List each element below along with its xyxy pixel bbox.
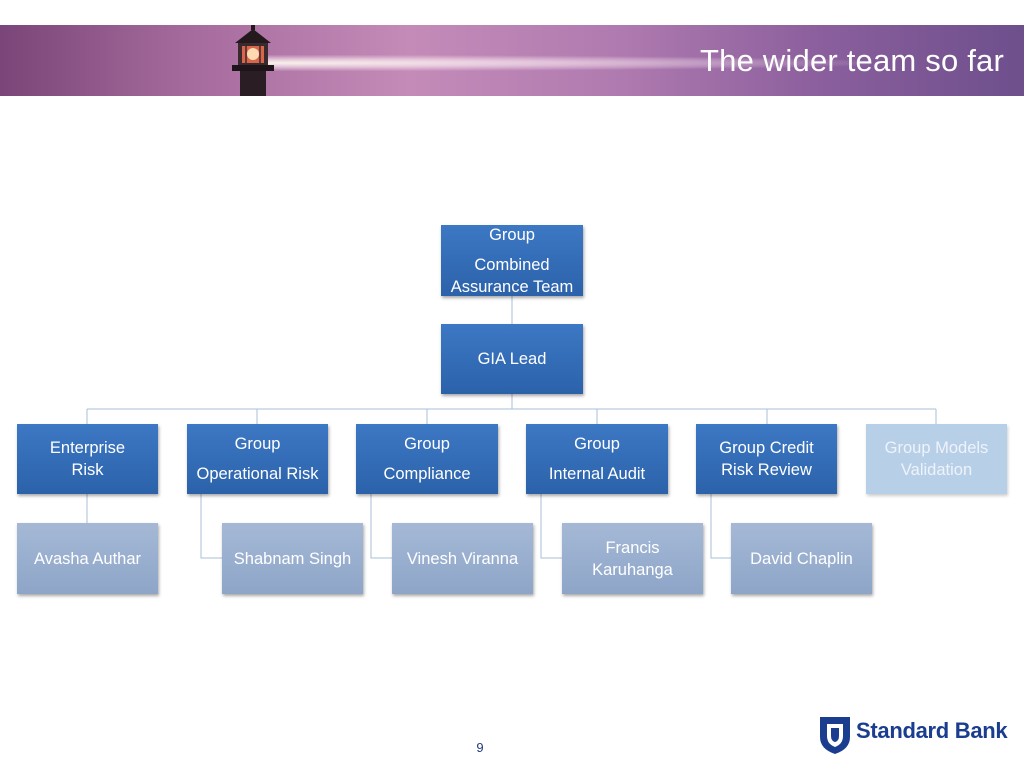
group-line-2: Validation: [900, 461, 973, 479]
logo-text: Standard Bank: [856, 718, 1008, 743]
person-name: Vinesh Viranna: [406, 549, 519, 568]
person-box-david-chaplin: David Chaplin: [731, 523, 872, 594]
person-name-line-2: Karuhanga: [592, 560, 673, 579]
group-line-1: Group Models: [884, 439, 989, 457]
group-line-1: Group Credit: [719, 439, 814, 457]
group-line-1: Group: [574, 435, 620, 453]
root-box-combined-assurance: Group Combined Assurance Team: [441, 225, 583, 296]
person-box-avasha-authar: Avasha Authar: [17, 523, 158, 594]
group-box-models-validation: Group Models Validation: [866, 424, 1007, 494]
root-line-2: Combined: [474, 255, 550, 274]
lead-box-gia: GIA Lead: [441, 324, 583, 394]
root-line-1: Group: [489, 225, 535, 244]
person-name-line-1: Francis: [605, 538, 660, 557]
root-line-3: Assurance Team: [450, 277, 574, 296]
group-box-compliance: Group Compliance: [356, 424, 498, 494]
standard-bank-logo: Standard Bank: [818, 714, 1008, 756]
group-line-2: Risk: [71, 461, 104, 479]
page-number: 9: [476, 740, 484, 755]
group-box-internal-audit: Group Internal Audit: [526, 424, 668, 494]
person-box-vinesh-viranna: Vinesh Viranna: [392, 523, 533, 594]
person-box-shabnam-singh: Shabnam Singh: [222, 523, 363, 594]
shield-logo-icon: [820, 717, 850, 754]
group-line-1: Enterprise: [49, 439, 126, 457]
person-name: Avasha Authar: [33, 549, 142, 568]
person-name: David Chaplin: [750, 549, 853, 568]
person-box-francis-karuhanga: Francis Karuhanga: [562, 523, 703, 594]
lead-label: GIA Lead: [477, 350, 547, 368]
group-line-1: Group: [404, 435, 450, 453]
person-name: Shabnam Singh: [233, 549, 352, 568]
group-box-credit-risk-review: Group Credit Risk Review: [696, 424, 837, 494]
group-box-enterprise-risk: Enterprise Risk: [17, 424, 158, 494]
group-line-2: Compliance: [383, 465, 471, 483]
light-beam: [250, 55, 870, 71]
group-line-2: Operational Risk: [196, 465, 319, 483]
group-line-2: Internal Audit: [548, 465, 646, 483]
group-line-2: Risk Review: [721, 461, 812, 479]
header-banner: The wider team so far: [0, 25, 1024, 96]
group-line-1: Group: [234, 435, 281, 453]
lighthouse-icon: [232, 25, 274, 96]
slide-title: The wider team so far: [700, 43, 1004, 78]
group-box-operational-risk: Group Operational Risk: [187, 424, 328, 494]
